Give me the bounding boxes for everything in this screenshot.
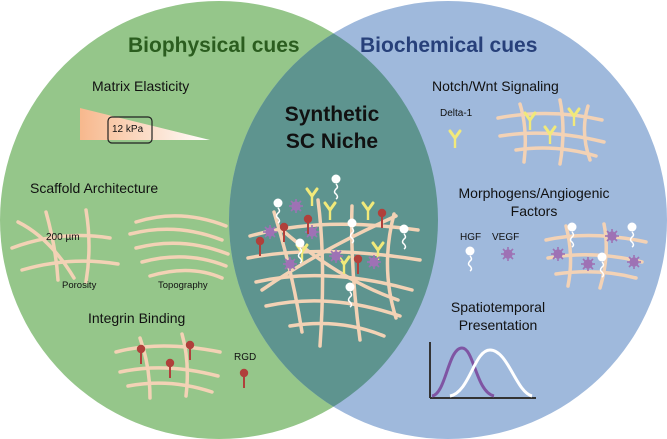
spatiotemporal-plot xyxy=(429,342,536,399)
overlap-region xyxy=(229,1,438,439)
scaffold-architecture-label: Scaffold Architecture xyxy=(30,180,159,196)
hgf-label: HGF xyxy=(460,232,482,243)
vegf-label: VEGF xyxy=(492,232,520,243)
integrin-fibers xyxy=(114,332,222,400)
morphogens-line1: Morphogens/Angiogenic xyxy=(458,185,610,201)
topography-label: Topography xyxy=(158,280,208,291)
matrix-elasticity-label: Matrix Elasticity xyxy=(92,78,190,94)
elasticity-gradient-wedge xyxy=(80,108,210,140)
morphogens-line2: Factors xyxy=(510,203,558,219)
spatiotemporal-line2: Presentation xyxy=(458,317,538,333)
center-title: Synthetic SC Niche xyxy=(232,101,432,155)
porosity-label: Porosity xyxy=(62,280,97,291)
integrin-binding-label: Integrin Binding xyxy=(88,310,186,326)
spatiotemporal-label: Spatiotemporal Presentation xyxy=(428,298,568,334)
biophysical-title: Biophysical cues xyxy=(128,34,300,57)
notch-wnt-label: Notch/Wnt Signaling xyxy=(432,78,559,94)
vegf-legend-icon xyxy=(500,246,516,262)
topography-fibers xyxy=(128,214,230,280)
porosity-fibers xyxy=(10,208,120,284)
center-title-line1: Synthetic xyxy=(284,103,380,126)
notch-fibers xyxy=(496,98,606,166)
biochemical-title: Biochemical cues xyxy=(360,34,538,57)
morphogens-label: Morphogens/Angiogenic Factors xyxy=(452,184,616,220)
center-title-line2: SC Niche xyxy=(285,130,379,153)
rgd-label: RGD xyxy=(234,352,257,363)
late-release-curve xyxy=(449,348,533,398)
stiffness-value: 12 kPa xyxy=(112,124,144,135)
stiffness-box xyxy=(107,116,153,144)
delta1-label: Delta-1 xyxy=(440,108,473,119)
spatiotemporal-line1: Spatiotemporal xyxy=(450,299,546,315)
early-release-curve xyxy=(431,346,495,398)
pore-size-label: 200 µm xyxy=(46,232,80,243)
